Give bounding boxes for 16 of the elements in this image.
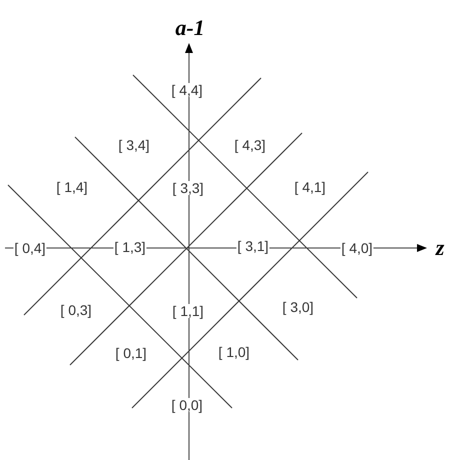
- region-label: [ 4,3]: [233, 138, 267, 152]
- region-label: [ 3,1]: [236, 239, 270, 253]
- region-label: [ 1,1]: [171, 304, 205, 318]
- region-label: [ 4,1]: [293, 180, 327, 194]
- region-label: [ 3,0]: [281, 300, 315, 314]
- region-label: [ 0,0]: [170, 398, 204, 412]
- region-label: [ 1,3]: [113, 240, 147, 254]
- region-label: [ 3,3]: [171, 181, 205, 195]
- region-label: [ 0,3]: [59, 303, 93, 317]
- region-label: [ 1,4]: [55, 180, 89, 194]
- region-label: [ 1,0]: [217, 345, 251, 359]
- region-label: [ 4,4]: [170, 83, 204, 97]
- region-label: [ 0,4]: [13, 241, 47, 255]
- region-label: [ 3,4]: [117, 138, 151, 152]
- region-label: [ 4,0]: [340, 241, 374, 255]
- region-label: [ 0,1]: [114, 346, 148, 360]
